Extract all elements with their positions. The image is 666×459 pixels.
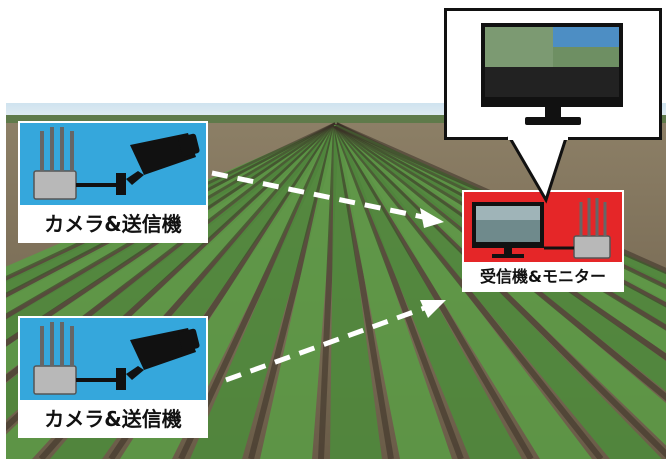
monitor-icon — [472, 202, 544, 258]
monitor-icon — [481, 23, 623, 125]
receiver-monitor-box: 受信機&モニター — [462, 190, 624, 292]
receiver-panel — [464, 192, 622, 262]
card-label: カメラ&送信機 — [44, 212, 182, 236]
antenna-transmitter-icon — [33, 127, 77, 200]
monitor-callout-bubble — [444, 8, 662, 140]
receiver-label: 受信機&モニター — [480, 267, 606, 286]
antenna-transmitter-icon — [573, 198, 611, 259]
camera-transmitter-card-1: カメラ&送信機 — [18, 121, 208, 243]
security-camera-icon — [116, 328, 200, 390]
camera-transmitter-panel — [20, 123, 206, 205]
camera-transmitter-card-2: カメラ&送信機 — [18, 316, 208, 438]
card-label: カメラ&送信機 — [44, 407, 182, 431]
security-camera-icon — [116, 133, 200, 195]
camera-transmitter-panel — [20, 318, 206, 400]
antenna-transmitter-icon — [33, 322, 77, 395]
